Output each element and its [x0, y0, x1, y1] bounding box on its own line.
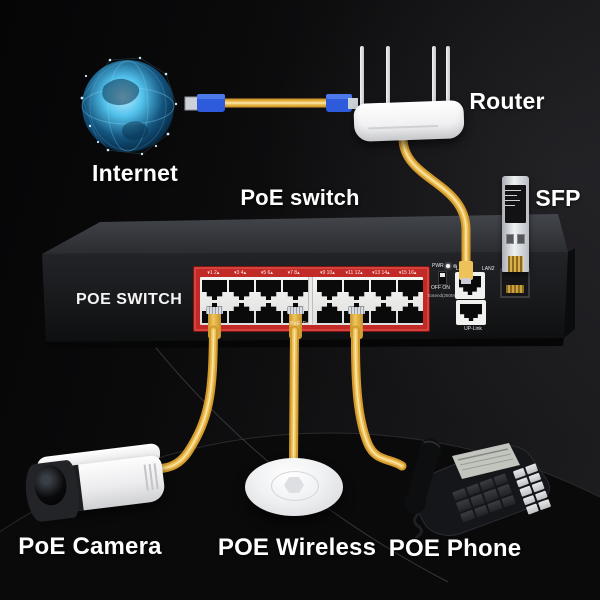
rj45-port	[202, 303, 227, 339]
rj45-port	[398, 280, 423, 300]
caption-poe-phone: POE Phone	[388, 535, 522, 562]
rj45-port	[344, 303, 369, 339]
port-pair-label: ▾15 16▴	[398, 269, 417, 276]
port-pair-label: ▾9 10▴	[319, 269, 335, 276]
phone-handset	[404, 438, 442, 514]
uplink-port-1	[455, 272, 485, 299]
poe-ports-caption: PoE Ports	[290, 321, 317, 327]
router-antenna	[446, 46, 450, 108]
router-seam	[368, 124, 439, 130]
sfp-latch-hole	[506, 234, 514, 244]
rj45-port	[317, 280, 342, 300]
rj45-port	[256, 280, 281, 300]
uplink-port-2	[456, 300, 486, 325]
port-pair-label: ▾13 14▴	[372, 269, 390, 276]
uplink-label: UP-Link	[464, 326, 482, 332]
phone-cord	[413, 512, 423, 538]
port-block	[200, 277, 423, 339]
caption-poe-switch: PoE switch	[240, 185, 360, 210]
caption-sfp: SFP	[535, 185, 581, 211]
poe-phone-device	[396, 432, 558, 538]
port-row-bottom	[202, 303, 423, 339]
port-pair-label: ▾11 12▴	[345, 269, 363, 276]
rj45-port	[283, 280, 308, 300]
switch-front-label: POE SWITCH	[76, 291, 183, 308]
toggle-knob	[440, 273, 445, 277]
rj45-port	[371, 303, 396, 323]
cable-plug	[348, 307, 365, 339]
rj45-port	[317, 303, 342, 323]
sfp-label-sticker	[505, 185, 526, 223]
router-antenna	[360, 46, 364, 108]
router-antenna	[432, 46, 436, 108]
rj45-port	[229, 280, 254, 300]
caption-internet: Internet	[92, 160, 178, 186]
port-panel: ▾1 2▴ ▾3 4▴ ▾5 6▴ ▾7 8▴ ▾9 10▴ ▾11 12▴ ▾13 14▴…	[193, 266, 430, 339]
rj45-port	[202, 280, 227, 300]
cable-plug	[206, 307, 223, 339]
port-pair-label: ▾7 8▴	[287, 269, 300, 276]
port-pair-label: ▾1 2▴	[207, 269, 220, 276]
cable-plug	[287, 307, 304, 339]
pwr-label: PWR	[432, 263, 444, 269]
rj45-port	[344, 280, 369, 300]
extend-label: Extend(250M)	[428, 293, 457, 298]
off-on-label: OFF ON	[431, 285, 450, 291]
rj45-port	[229, 303, 254, 323]
poe-switch-device: POE SWITCH ▾1 2▴ ▾3 4▴ ▾5 6▴ ▾7 8▴ ▾9 10▴ ▾11…	[30, 208, 575, 348]
ap-ring	[271, 471, 319, 501]
rj45-port	[371, 280, 396, 300]
power-toggle	[438, 271, 447, 285]
caption-router: Router	[469, 88, 545, 114]
sfp-module	[502, 176, 529, 272]
router-antenna	[386, 46, 390, 108]
internet-globe-icon	[80, 56, 178, 156]
caption-poe-wireless: POE Wireless	[217, 534, 377, 561]
caption-poe-camera: PoE Camera	[18, 533, 162, 560]
sfp-gold-contacts	[508, 256, 523, 272]
wireless-ap-device	[245, 458, 343, 524]
lan2-label: LAN2	[482, 266, 495, 272]
rj45-port	[256, 303, 281, 323]
port-row-top	[202, 280, 423, 300]
sfp-latch-hole	[517, 234, 525, 244]
router-device	[352, 44, 470, 142]
port-group-divider	[308, 277, 313, 325]
router-body	[353, 100, 465, 142]
port-pair-label: ▾5 6▴	[260, 269, 273, 276]
port-number-labels: ▾1 2▴ ▾3 4▴ ▾5 6▴ ▾7 8▴ ▾9 10▴ ▾11 12▴ ▾13 14▴…	[200, 268, 421, 277]
rj45-port	[398, 303, 423, 323]
port-pair-label: ▾3 4▴	[234, 269, 247, 276]
ap-logo	[284, 477, 304, 493]
power-led	[446, 264, 450, 268]
sfp-cage	[500, 268, 530, 298]
rj45-port	[283, 303, 308, 339]
